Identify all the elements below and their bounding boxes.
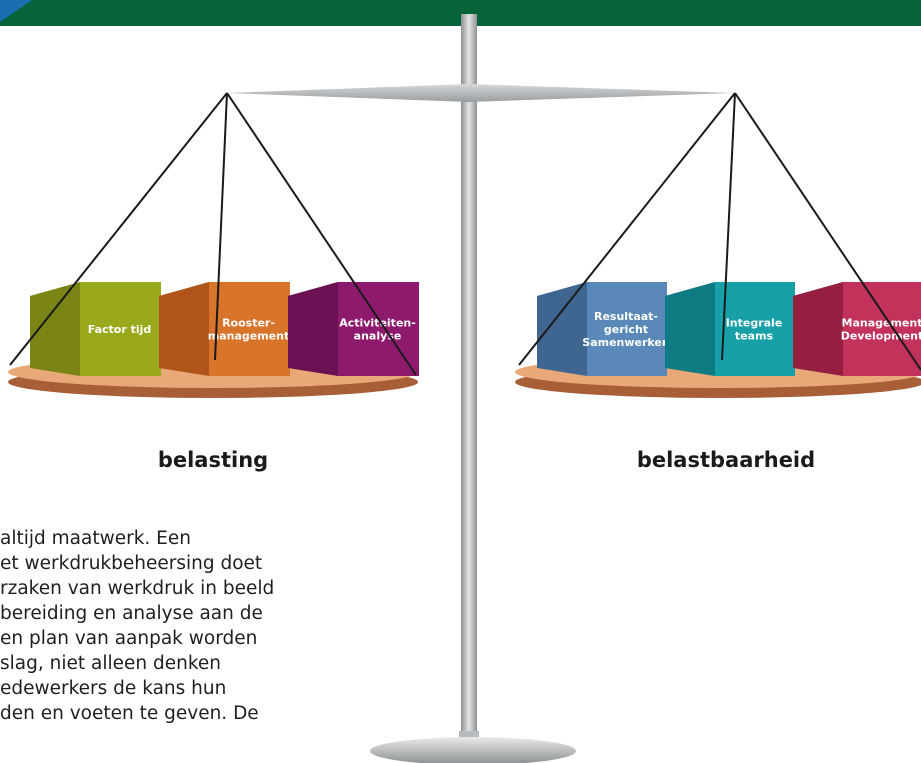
- box-label: Rooster-: [222, 317, 275, 330]
- pan-string: [9, 92, 228, 366]
- box-side-face: [793, 282, 843, 376]
- box-side-face: [159, 282, 209, 376]
- box-front-face: [843, 282, 921, 376]
- body-text-line: altijd maatwerk. Een: [0, 528, 191, 549]
- box-side-face: [537, 282, 587, 376]
- box-label: Activiteiten-: [339, 317, 416, 330]
- body-text-line: edewerkers de kans hun: [0, 678, 227, 699]
- box-front-face: [80, 282, 161, 376]
- banner-corner-accent: [0, 0, 32, 22]
- body-text-line: en plan van aanpak worden: [0, 628, 258, 649]
- pole-collar: [459, 731, 479, 739]
- pan-string: [734, 92, 921, 371]
- right-pan-group: Resultaat-gerichtSamenwerkenIntegraletea…: [515, 92, 921, 398]
- body-text-line: slag, niet alleen denken: [0, 653, 221, 674]
- pan-string: [226, 92, 417, 376]
- box-front-face: [209, 282, 290, 376]
- body-text-line: den en voeten te geven. De: [0, 703, 259, 724]
- box-label: Samenwerken: [582, 336, 669, 349]
- body-paragraph: altijd maatwerk. Een et werkdrukbeheersin…: [0, 526, 470, 726]
- box-front-face: [715, 282, 795, 376]
- box-label: Resultaat-: [594, 310, 658, 323]
- box-label: teams: [735, 330, 774, 343]
- scale-beam: [227, 84, 735, 102]
- box-side-face: [665, 282, 715, 376]
- pan-string: [721, 92, 736, 361]
- box-label: Integrale: [726, 317, 783, 330]
- pan-box: Activiteiten-analyse: [288, 282, 419, 376]
- box-label: Management: [842, 317, 921, 330]
- box-label: Development: [841, 330, 921, 343]
- pan-string: [518, 92, 736, 366]
- scale-base: [370, 737, 576, 763]
- box-label: management: [208, 330, 290, 343]
- right-pan-caption: belastbaarheid: [636, 448, 816, 472]
- pan-string: [214, 92, 228, 361]
- body-text-line: rzaken van werkdruk in beeld: [0, 578, 275, 599]
- pan-box: Factor tijd: [30, 282, 161, 376]
- box-label: gericht: [604, 323, 648, 336]
- box-label: Factor tijd: [88, 323, 152, 336]
- pan-box: Rooster-management: [159, 282, 290, 376]
- top-banner: [0, 0, 921, 26]
- scale-pole: [461, 14, 477, 736]
- box-side-face: [30, 282, 80, 376]
- left-pan-caption: belasting: [157, 448, 269, 472]
- box-side-face: [288, 282, 338, 376]
- body-text-line: et werkdrukbeheersing doet: [0, 553, 263, 574]
- box-label: analyse: [354, 330, 402, 343]
- body-text-line: bereiding en analyse aan de: [0, 603, 263, 624]
- box-front-face: [587, 282, 667, 376]
